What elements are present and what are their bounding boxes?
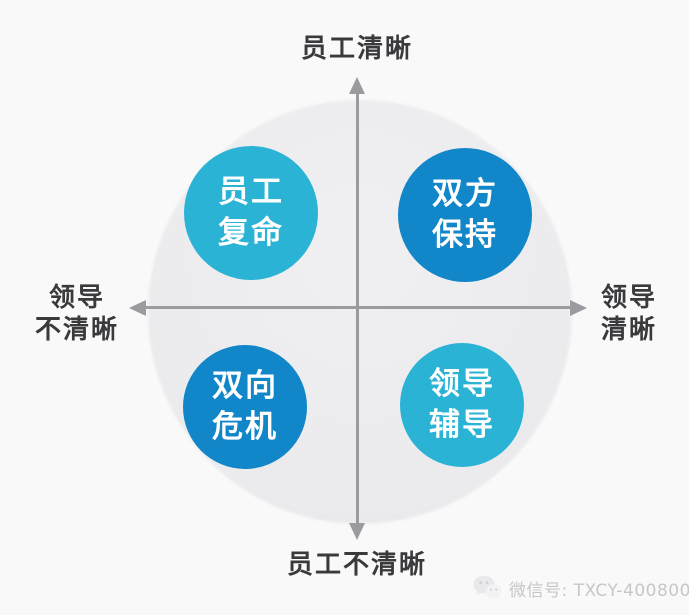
quadrant-label-line2: 辅导 — [429, 407, 495, 443]
horizontal-axis-line — [144, 306, 571, 309]
quadrant-label-line2: 保持 — [432, 217, 498, 253]
quadrant-circle-top-right: 双方 保持 — [398, 148, 532, 282]
quadrant-label-line1: 双方 — [432, 176, 498, 212]
vertical-axis-line — [356, 92, 359, 526]
quadrant-label-line1: 员工 — [218, 174, 284, 210]
axis-label-top: 员工清晰 — [300, 34, 414, 64]
arrow-left-icon — [129, 299, 146, 316]
axis-label-bottom: 员工不清晰 — [286, 550, 428, 580]
quadrant-circle-bottom-right: 领导 辅导 — [400, 343, 524, 467]
axis-label-right-line1: 领导 — [600, 283, 658, 313]
axis-label-left: 领导 不清晰 — [35, 282, 119, 346]
quadrant-circle-top-left: 员工 复命 — [184, 146, 318, 280]
quadrant-label-line2: 复命 — [218, 215, 284, 251]
axis-label-left-line2: 不清晰 — [34, 315, 120, 345]
axis-label-right: 领导 清晰 — [601, 282, 657, 346]
arrow-down-icon — [349, 523, 365, 540]
axis-label-left-line1: 领导 — [48, 283, 106, 313]
wechat-icon — [473, 575, 502, 601]
watermark-label: 微信号: TXCY-400800 — [509, 580, 689, 601]
arrow-right-icon — [570, 299, 587, 316]
watermark: 微信号: TXCY-400800 — [473, 575, 689, 601]
arrow-up-icon — [349, 77, 365, 94]
quadrant-circle-bottom-left: 双向 危机 — [183, 345, 307, 469]
axis-label-right-line2: 清晰 — [600, 315, 658, 345]
quadrant-label-line2: 危机 — [212, 409, 278, 445]
quadrant-label-line1: 双向 — [212, 368, 278, 404]
quadrant-label-line1: 领导 — [429, 366, 495, 402]
